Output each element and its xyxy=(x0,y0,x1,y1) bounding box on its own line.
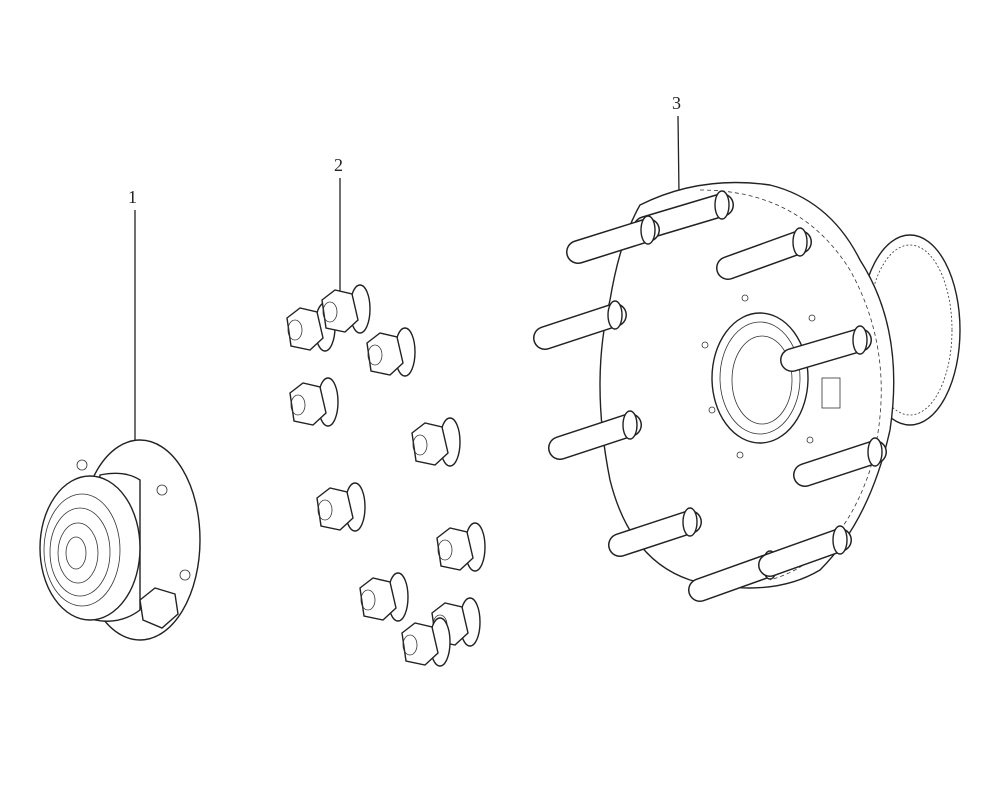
wheel-stud xyxy=(793,437,887,487)
wheel-nut xyxy=(411,417,461,467)
callout-2: 2 xyxy=(334,155,343,175)
wheel-stud xyxy=(533,300,627,350)
wheel-nuts xyxy=(286,284,486,667)
wheel-hub xyxy=(533,181,961,602)
wheel-stud xyxy=(548,410,642,460)
callout-1: 1 xyxy=(128,187,137,207)
wheel-nut xyxy=(316,482,366,532)
wheel-nut xyxy=(289,377,339,427)
wheel-nut xyxy=(401,617,451,667)
wheel-nut xyxy=(321,284,371,334)
hub-cap-plug xyxy=(139,587,179,629)
wheel-stud xyxy=(608,507,702,557)
wheel-stud xyxy=(566,215,660,264)
hub-cap xyxy=(39,439,201,641)
wheel-nut xyxy=(436,522,486,572)
wheel-nut xyxy=(359,572,409,622)
callout-3: 3 xyxy=(672,93,681,113)
wheel-stud xyxy=(716,227,812,280)
wheel-nut xyxy=(366,327,416,377)
wheel-stud xyxy=(758,525,852,577)
wheel-stud xyxy=(780,325,872,372)
wheel-nut xyxy=(286,302,336,352)
wheel-studs xyxy=(533,190,887,602)
